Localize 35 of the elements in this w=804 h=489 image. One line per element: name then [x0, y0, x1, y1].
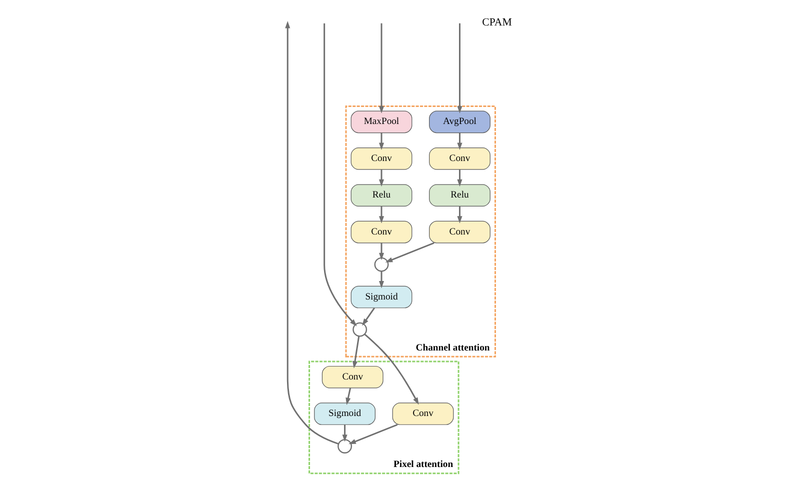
arrow — [348, 423, 398, 444]
node-box: Relu — [429, 184, 490, 206]
node-box: Relu — [350, 184, 412, 206]
node-box: Conv — [392, 402, 454, 424]
arrow — [457, 132, 462, 150]
arrow — [378, 270, 384, 288]
arrow — [457, 206, 462, 223]
node-circle — [352, 322, 368, 336]
node-box: Sigmoid — [350, 285, 412, 308]
node-box: AvgPool — [429, 110, 490, 133]
node-box: MaxPool — [350, 110, 412, 133]
arrow — [364, 333, 419, 404]
node-box: Conv — [350, 147, 412, 170]
arrow — [385, 242, 434, 262]
arrow — [346, 387, 352, 405]
node-box: Sigmoid — [314, 402, 376, 424]
arrow — [378, 242, 384, 260]
node-circle — [338, 438, 352, 454]
node-box: Conv — [429, 220, 490, 243]
arrow — [457, 169, 462, 186]
label: CPAM — [482, 16, 512, 28]
arrow — [352, 336, 360, 368]
arrow — [378, 169, 384, 186]
arrow — [378, 132, 384, 150]
node-circle — [374, 256, 389, 272]
arrow — [324, 22, 357, 326]
arrow — [285, 20, 339, 444]
node-box: Conv — [322, 365, 384, 388]
node-box: Conv — [429, 147, 490, 170]
arrow — [342, 424, 348, 442]
arrow — [457, 22, 462, 113]
arrow — [378, 22, 384, 113]
arrow — [378, 206, 384, 223]
arrow — [362, 306, 376, 326]
node-box: Conv — [350, 220, 412, 243]
